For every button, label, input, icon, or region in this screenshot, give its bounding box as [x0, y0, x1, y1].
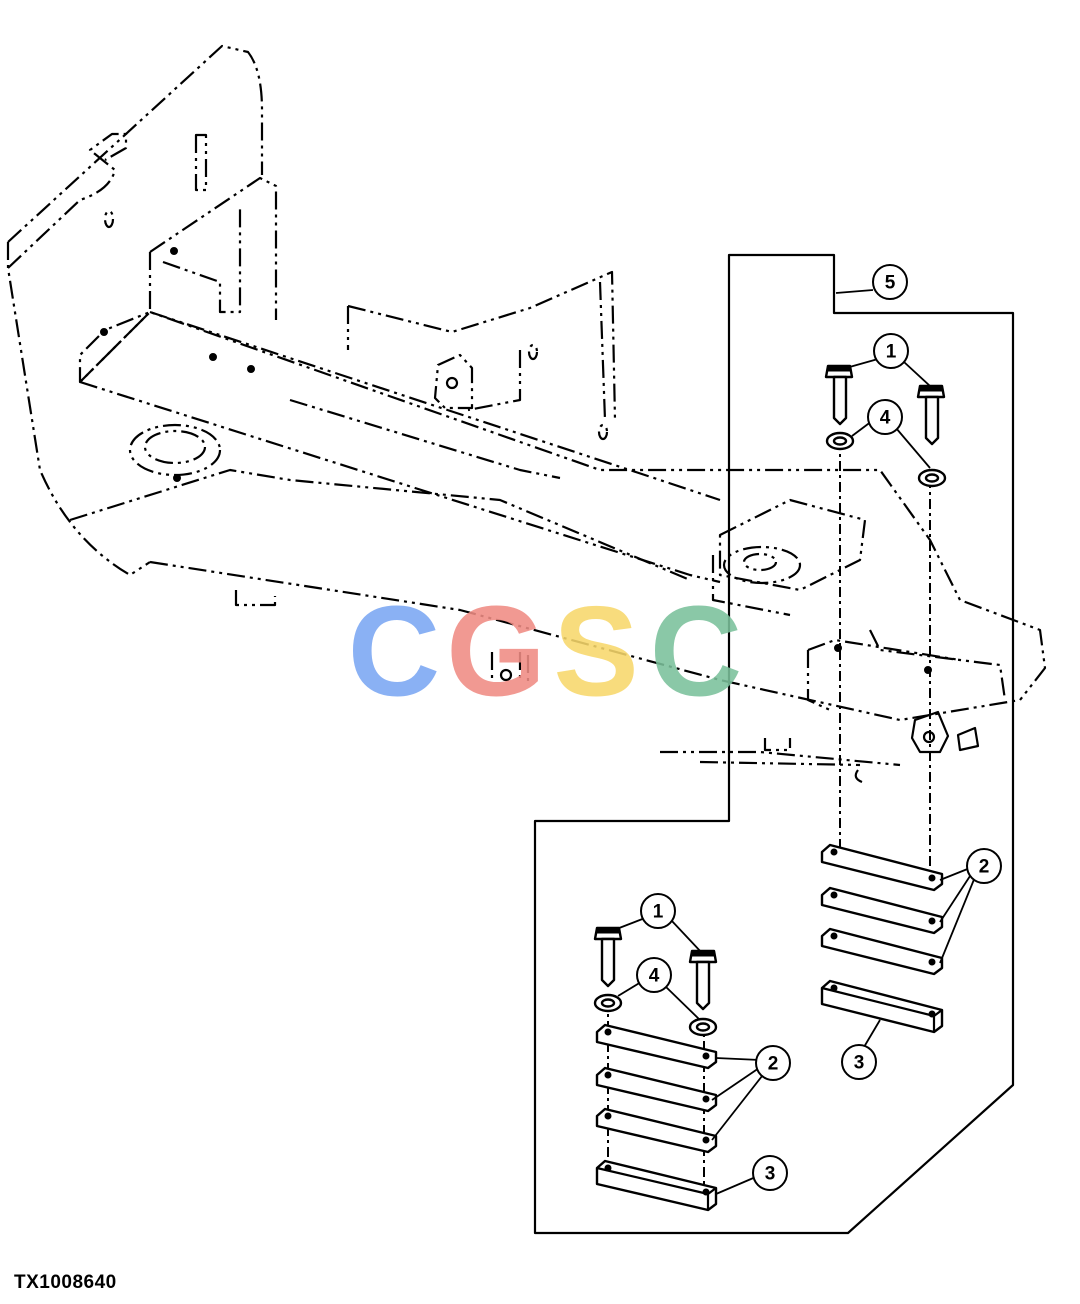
- lower-hardware-stack: [593, 926, 718, 1212]
- upper-cap-screw-right: [916, 384, 946, 446]
- svg-text:4: 4: [880, 408, 891, 429]
- watermark-letter-3: S: [553, 581, 638, 724]
- callout-upper-washer: 4: [867, 399, 903, 435]
- svg-text:2: 2: [979, 857, 990, 878]
- upper-washer-left: [825, 431, 855, 451]
- callout-lower-spacer: 3: [752, 1155, 788, 1191]
- lower-washer-left: [593, 993, 623, 1013]
- lower-shim: [595, 1023, 718, 1154]
- svg-text:1: 1: [886, 342, 897, 363]
- svg-text:3: 3: [854, 1053, 865, 1074]
- upper-spacer: [820, 979, 944, 1034]
- callout-upper-shim: 2: [966, 848, 1002, 884]
- callout-lower-washer: 4: [636, 957, 672, 993]
- callout-upper-spacer: 3: [841, 1044, 877, 1080]
- svg-text:3: 3: [765, 1164, 776, 1185]
- assembly-boundary: [533, 253, 1015, 1235]
- leader-lines: [613, 289, 976, 1195]
- svg-text:5: 5: [885, 273, 896, 294]
- lower-cap-screw-right: [688, 949, 718, 1011]
- lower-washer-right: [688, 1017, 718, 1037]
- upper-cap-screw-left: [824, 364, 854, 426]
- watermark-letter-2: G: [446, 581, 546, 724]
- callout-assembly: 5: [872, 264, 908, 300]
- svg-text:4: 4: [649, 966, 660, 987]
- watermark-letter-4: C: [650, 581, 742, 724]
- figure-id-label: TX1008640: [14, 1272, 117, 1293]
- upper-hardware-stack: [820, 364, 947, 1034]
- upper-shim: [820, 843, 944, 976]
- svg-text:2: 2: [768, 1054, 779, 1075]
- upper-washer-right: [917, 468, 947, 488]
- svg-text:1: 1: [653, 902, 664, 923]
- lower-cap-screw-left: [593, 926, 623, 988]
- callout-lower-cap-screw: 1: [640, 893, 676, 929]
- watermark-letter-1: C: [348, 581, 440, 724]
- callout-upper-cap-screw: 1: [873, 333, 909, 369]
- lower-spacer: [595, 1159, 718, 1212]
- callout-lower-shim: 2: [755, 1045, 791, 1081]
- watermark-logo: C G S C: [348, 581, 742, 724]
- frame-phantom-lines: [6, 44, 1047, 784]
